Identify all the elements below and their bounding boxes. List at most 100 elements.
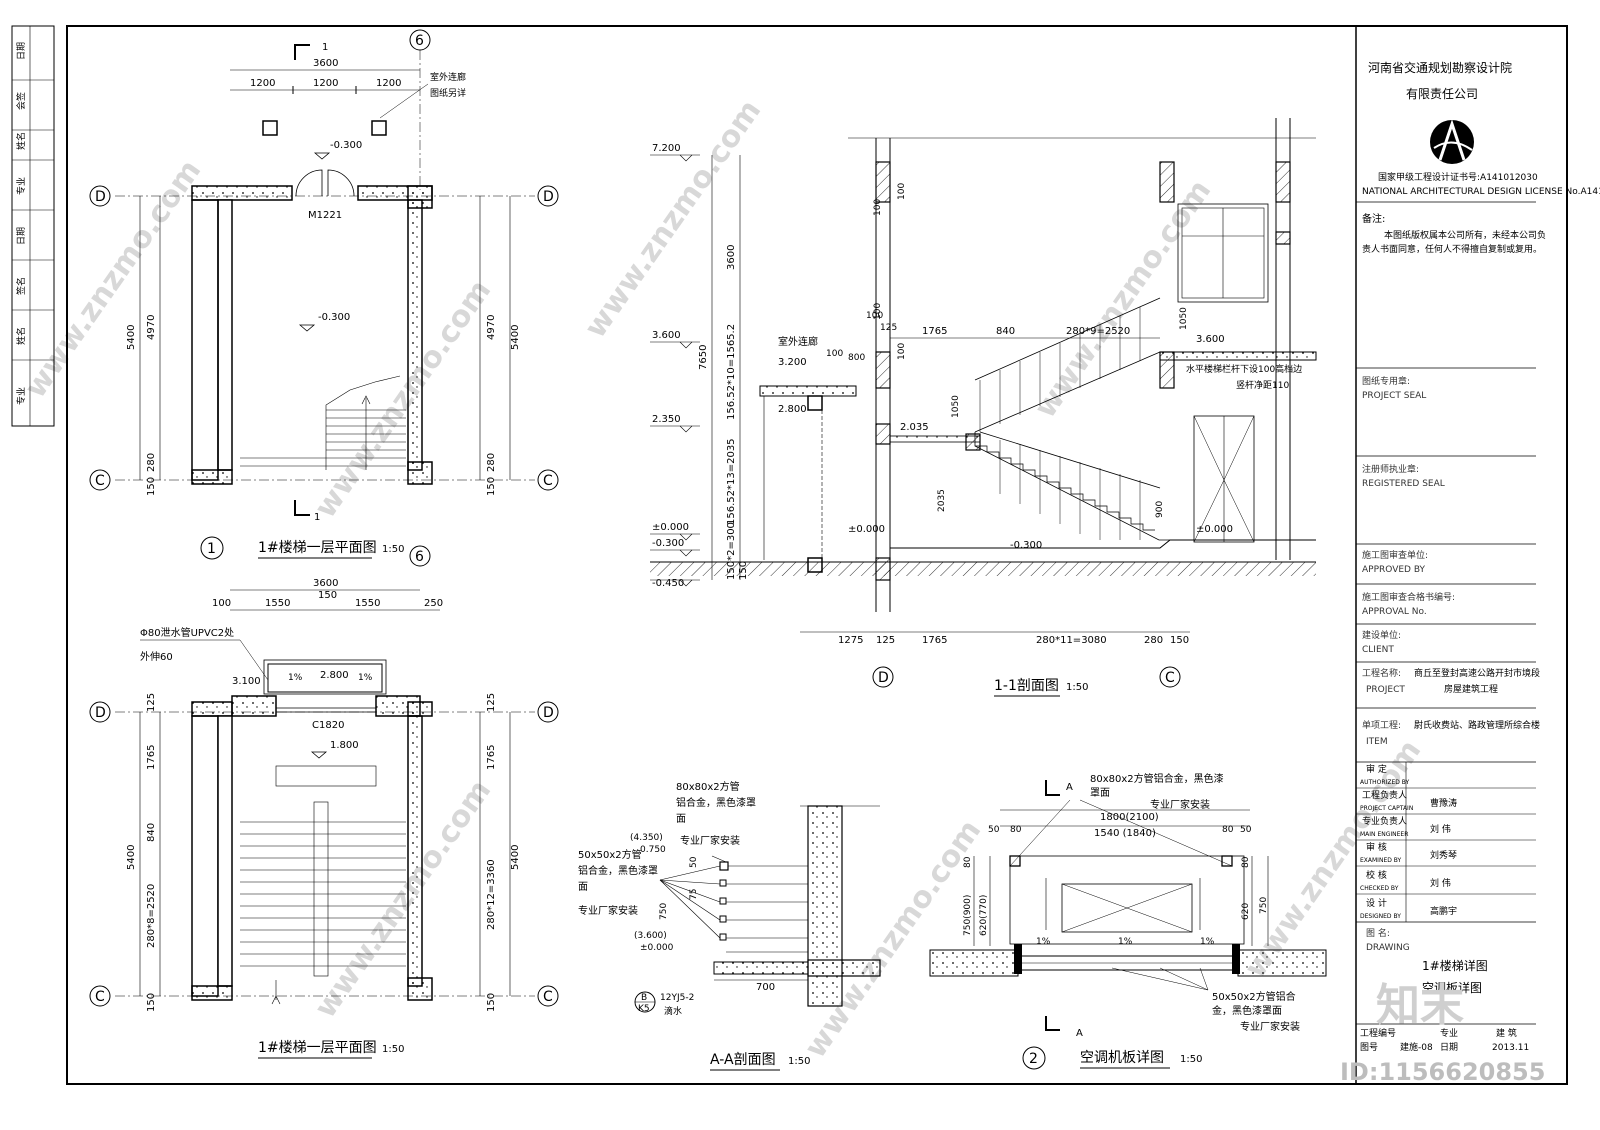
axis-label-C: C — [1165, 670, 1175, 686]
view-title: 空调机板详图 — [1080, 1050, 1164, 1066]
dim-text: 125 — [876, 635, 895, 646]
slope-text: 1% — [1036, 937, 1051, 947]
dim-text: 4970 — [486, 315, 497, 340]
dim-text: 3600 — [726, 245, 737, 270]
axis-label-D: D — [95, 705, 106, 721]
dim-text: 150 — [1170, 635, 1189, 646]
level-text: ±0.000 — [652, 522, 689, 533]
dim-text: 1550 — [355, 598, 380, 609]
bottom-label: 图号 — [1360, 1042, 1378, 1053]
level-text: -0.300 — [318, 312, 350, 323]
dim-text: 700 — [756, 982, 775, 993]
stair-flight — [240, 375, 406, 470]
strip-label: 姓名 — [15, 132, 27, 150]
dim-text: 840 — [146, 823, 157, 842]
detail-ref: K5 — [638, 1004, 650, 1014]
dim-text: 1765 — [922, 635, 947, 646]
stair-flight — [240, 801, 406, 1005]
dim-text: 620(770) — [979, 895, 989, 936]
slope-text: 1% — [1200, 937, 1215, 947]
role-rows: 审 定 AUTHORIZED BY 工程负责人 PROJECT CAPTAIN … — [1356, 763, 1536, 923]
dim-text: 250 — [424, 598, 443, 609]
note-text: 面 — [676, 814, 686, 825]
role-en: MAIN ENGINEER — [1360, 831, 1408, 838]
dim-text: 280*12=3360 — [486, 859, 497, 930]
role-cn: 专业负责人 — [1362, 815, 1407, 827]
dim-text: 100 — [873, 199, 883, 216]
role-en: CHECKED BY — [1360, 885, 1399, 892]
axis-label-C: C — [95, 989, 105, 1005]
note-text: 外伸60 — [140, 651, 173, 663]
tb-label: 施工图审查单位: — [1362, 549, 1428, 561]
tb-label: PROJECT SEAL — [1362, 391, 1426, 401]
level-text: ±0.000 — [848, 524, 885, 535]
axis-label-D: D — [878, 670, 889, 686]
note-text: 图纸另详 — [430, 87, 466, 99]
axis-label-D: D — [95, 189, 106, 205]
dim-text: 1765 — [922, 326, 947, 337]
strip-label: 姓名 — [15, 327, 27, 345]
note-text: 铝合金，黑色漆罩 — [578, 864, 658, 877]
dim-text: 7650 — [698, 345, 709, 370]
dim-text: 150 — [486, 993, 497, 1012]
slope-text: 1% — [358, 673, 373, 683]
level-text: 2.035 — [900, 422, 929, 433]
axis-label-D: D — [543, 189, 554, 205]
note-text: 室外连廊 — [778, 335, 818, 348]
role-en: AUTHORIZED BY — [1360, 779, 1410, 786]
note-text: 金，黑色漆罩面 — [1212, 1004, 1282, 1017]
bottom-label: 专业 — [1440, 1027, 1458, 1039]
level-text: -0.300 — [1010, 540, 1042, 551]
drawing-title: 空调板详图 — [1422, 980, 1482, 995]
view-scale: 1:50 — [382, 1044, 404, 1055]
view-scale: 1:50 — [788, 1056, 810, 1067]
note-text: 专业厂家安装 — [578, 904, 638, 917]
dim-text: 150 — [318, 590, 337, 601]
dim-text: 125 — [880, 323, 897, 333]
dim-text: 100 — [212, 598, 231, 609]
section-mark: A — [1076, 1028, 1083, 1039]
dim-text: 280 — [1144, 635, 1163, 646]
dim-text: 5400 — [510, 845, 521, 870]
view-number: 2 — [1029, 1051, 1038, 1067]
dim-text: 80 — [1241, 856, 1251, 868]
watermark-text: www.znzmo.com — [18, 154, 208, 405]
role-name: 曹豫涛 — [1430, 797, 1457, 809]
dim-text: 5400 — [126, 325, 137, 350]
sheet-border — [66, 25, 1568, 1085]
role-en: EXAMINED BY — [1360, 857, 1402, 864]
note-text: 铝合金，黑色漆罩 — [676, 796, 756, 809]
dim-text: 50 — [689, 856, 699, 868]
role-name: 刘 伟 — [1430, 823, 1451, 835]
view-number: 1 — [207, 541, 216, 557]
tb-label: 图纸专用章: — [1362, 375, 1410, 387]
dim-text: 100 — [897, 343, 907, 360]
note-text: 面 — [578, 882, 588, 893]
strip-label: 签名 — [15, 277, 27, 295]
dim-text: 156.52*10=1565.2 — [726, 324, 737, 420]
door-label: M1221 — [308, 210, 342, 221]
dim-text: 100 — [873, 303, 883, 320]
bottom-label: 2013.11 — [1492, 1043, 1529, 1053]
dim-text: 280 — [486, 453, 497, 472]
dim-text: 150 — [486, 477, 497, 496]
role-en: PROJECT CAPTAIN — [1360, 805, 1413, 812]
ac-plate-detail: A A 80x80x2方管铝合金，黑色漆 罩面 专业厂家安装 1800(2100… — [929, 772, 1327, 1070]
tb-label: CLIENT — [1362, 645, 1394, 655]
drawing-title: 1#楼梯详图 — [1422, 958, 1488, 973]
dim-text: 800 — [848, 353, 865, 363]
dim-text: 150 — [146, 477, 157, 496]
tb-label: PROJECT — [1366, 685, 1405, 695]
level-text: 3.600 — [1196, 334, 1225, 345]
dim-text: 280*11=3080 — [1036, 635, 1107, 646]
tb-label: APPROVAL No. — [1362, 607, 1427, 617]
role-name: 刘 伟 — [1430, 877, 1451, 889]
tb-label: 工程名称: — [1362, 667, 1401, 679]
view-scale: 1:50 — [1180, 1054, 1202, 1065]
dim-text: 750 — [659, 903, 669, 920]
section-mark: 1 — [322, 42, 328, 53]
slope-text: 1% — [288, 673, 303, 683]
item-value: 尉氏收费站、路政管理所综合楼 — [1414, 719, 1540, 731]
plan-view-2: 6 3600 100 1550 150 1550 250 Φ80泄水管UPVC2… — [89, 545, 559, 1059]
company-logo-icon — [1430, 119, 1474, 164]
